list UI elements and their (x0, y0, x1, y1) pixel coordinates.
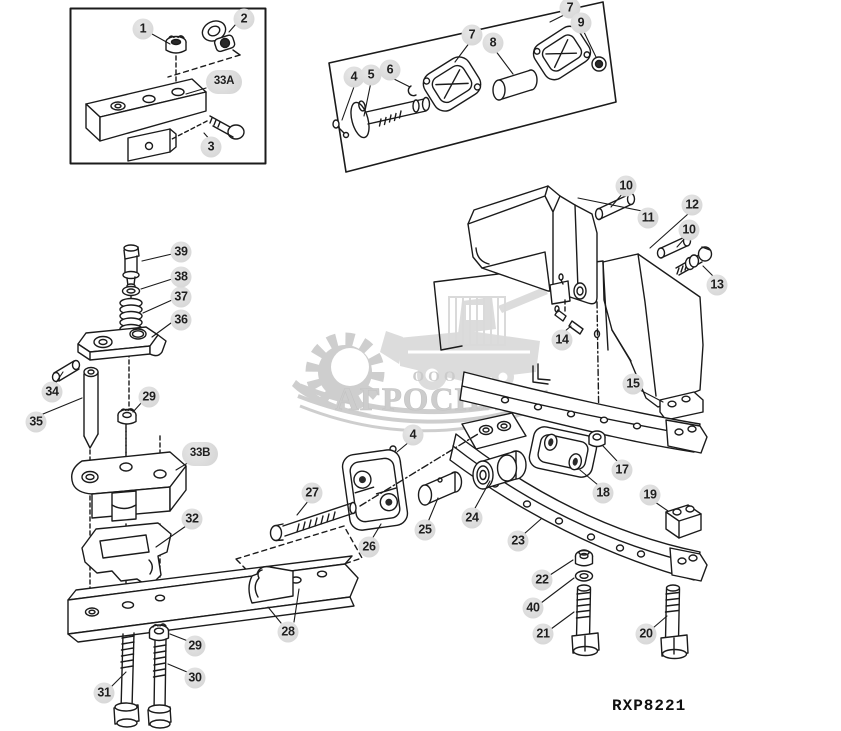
callout-23: 23 (507, 530, 529, 552)
callout-3: 3 (200, 136, 222, 158)
bracket-33B (70, 427, 187, 605)
callout-8: 8 (482, 32, 504, 54)
callout-36: 36 (170, 309, 192, 331)
callout-38: 38 (170, 266, 192, 288)
hitch-support-casting-left (467, 185, 598, 305)
watermark-company-form: ООО (412, 369, 459, 385)
plug-39 (122, 244, 140, 289)
callout-6: 6 (379, 59, 401, 81)
callout-7: 7 (461, 24, 483, 46)
lifting-eye-2 (167, 20, 241, 78)
spacer-block-19 (665, 504, 702, 539)
rubber-pad-7a (422, 56, 482, 112)
latch-pin-35 (83, 366, 99, 449)
drawbar-support-front (459, 363, 708, 454)
nut-9 (591, 56, 607, 72)
callout-34: 34 (41, 381, 63, 403)
callout-29: 29 (184, 635, 206, 657)
gear-icon (305, 332, 385, 412)
callout-19: 19 (639, 484, 661, 506)
hitch-support-casting-right (593, 253, 704, 429)
callout-5: 5 (360, 64, 382, 86)
lock-nut-29a (117, 408, 137, 425)
callout-9: 9 (570, 12, 592, 34)
callout-17: 17 (611, 459, 633, 481)
callout-15: 15 (622, 373, 644, 395)
lock-nut-29b (148, 623, 170, 642)
callout-33A: 33A (206, 70, 242, 94)
leader-lines (42, 12, 715, 688)
callout-35: 35 (25, 411, 47, 433)
roller-24 (472, 450, 527, 490)
roll-pin-34 (51, 359, 81, 383)
callout-30: 30 (184, 667, 206, 689)
callout-12: 12 (681, 194, 703, 216)
callout-14: 14 (551, 329, 573, 351)
callout-22: 22 (531, 569, 553, 591)
callout-29: 29 (138, 386, 160, 408)
fitting-4a (332, 119, 350, 139)
drawbar-support-rear (449, 412, 708, 582)
rubber-cushion-18 (528, 426, 598, 478)
callout-10: 10 (678, 219, 700, 241)
nut-17 (588, 430, 606, 448)
bracket-33A (85, 78, 207, 162)
casting-foot (659, 391, 704, 421)
washer-38 (121, 285, 141, 297)
washer-40 (574, 570, 594, 582)
bushing-25 (417, 471, 463, 506)
callout-13: 13 (706, 274, 728, 296)
roll-pins-14 (554, 299, 584, 335)
callout-26: 26 (358, 536, 380, 558)
callout-39: 39 (170, 241, 192, 263)
pivot-pin-upper (594, 192, 636, 221)
rubber-cushion-26 (341, 449, 409, 531)
drawbar-clamp (248, 565, 294, 604)
bolt-30 (147, 638, 172, 729)
callout-20: 20 (635, 623, 657, 645)
callout-33B: 33B (182, 442, 218, 466)
callout-4: 4 (343, 66, 365, 88)
latch-stack (51, 244, 167, 459)
bushing-8 (492, 69, 538, 101)
line-art (42, 1, 715, 729)
callout-2: 2 (233, 8, 255, 30)
callout-10: 10 (615, 175, 637, 197)
bolt-21 (571, 584, 600, 657)
callout-27: 27 (301, 482, 323, 504)
drawbar-28 (67, 555, 359, 643)
t-pin-5 (350, 96, 431, 139)
callout-18: 18 (592, 482, 614, 504)
callout-31: 31 (93, 682, 115, 704)
callout-24: 24 (461, 507, 483, 529)
callout-25: 25 (414, 519, 436, 541)
callout-1: 1 (132, 18, 154, 40)
bolt-31 (113, 632, 140, 728)
callout-11: 11 (637, 207, 659, 229)
bolt-13 (675, 246, 713, 276)
watermark: ООО АГРОСНАБ (292, 287, 549, 433)
callout-21: 21 (532, 623, 554, 645)
callout-28: 28 (277, 621, 299, 643)
callout-32: 32 (181, 508, 203, 530)
callout-4: 4 (402, 424, 424, 446)
combine-harvester-icon (380, 287, 548, 390)
nut-1 (165, 35, 187, 54)
latch-plate-36 (77, 326, 167, 361)
clamp-32 (81, 522, 172, 588)
callout-40: 40 (522, 597, 544, 619)
support-ledge (461, 412, 527, 450)
drawing-code: RXP8221 (612, 697, 687, 715)
nut-22 (574, 549, 594, 567)
bolt-3 (171, 115, 245, 140)
callout-37: 37 (170, 286, 192, 308)
bolt-20 (660, 584, 689, 660)
inset-box-cushions (328, 1, 617, 173)
rubber-pad-7b (532, 25, 592, 81)
